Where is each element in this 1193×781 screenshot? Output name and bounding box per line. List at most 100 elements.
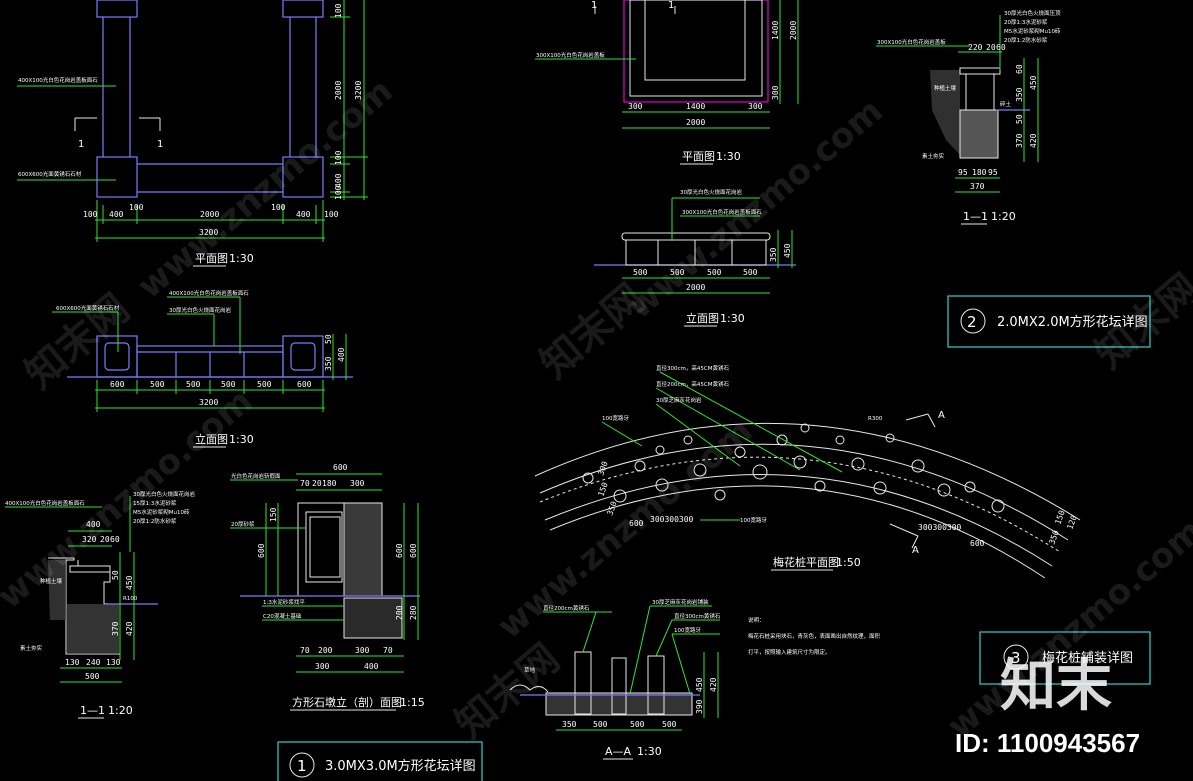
section-right-drawing: 30厚光白色火烧面压顶 20厚1:3水泥砂浆 M5水泥砂浆砌Mu10砖 20厚1… xyxy=(876,9,1061,225)
svg-text:100: 100 xyxy=(324,210,339,219)
svg-text:500: 500 xyxy=(257,380,272,389)
svg-text:400: 400 xyxy=(296,210,311,219)
svg-text:300: 300 xyxy=(350,479,365,488)
stone-pier-section-drawing: 光白色花岗岩斩假面 20厚砂浆 1:3水泥砂浆找平 C20混凝土基础 600 7… xyxy=(230,463,425,711)
svg-text:1: 1 xyxy=(591,0,597,11)
scale-section-left: 1:20 xyxy=(108,704,133,717)
svg-text:130: 130 xyxy=(65,658,80,667)
svg-text:450: 450 xyxy=(695,677,704,692)
svg-text:素土夯实: 素土夯实 xyxy=(922,152,945,160)
watermark-site-1: www.znzmo.com xyxy=(130,71,400,307)
svg-text:600: 600 xyxy=(395,543,404,558)
svg-text:350: 350 xyxy=(1047,529,1060,546)
svg-text:20厚1:2防水砂浆: 20厚1:2防水砂浆 xyxy=(133,517,177,525)
svg-text:60: 60 xyxy=(110,535,120,544)
elevation-left-drawing: 600X600光面黄锈石石材 400X100光白色花岗岩盖板面石 30厚光白色火… xyxy=(52,289,353,448)
svg-text:15厚1:3水泥砂浆: 15厚1:3水泥砂浆 xyxy=(133,499,177,507)
svg-text:2000: 2000 xyxy=(789,21,798,40)
scale-plum-plan: 1:50 xyxy=(836,556,861,569)
svg-text:20: 20 xyxy=(312,479,322,488)
svg-text:600: 600 xyxy=(257,543,266,558)
title-aa-section: A—A xyxy=(605,745,632,758)
svg-text:直径200cm，高45CM黄锈石: 直径200cm，高45CM黄锈石 xyxy=(656,380,729,388)
scale-stone-section: 1:15 xyxy=(400,696,425,709)
scale-aa-section: 1:30 xyxy=(637,745,662,758)
svg-text:500: 500 xyxy=(221,380,236,389)
watermark-site-2: www.znzmo.com xyxy=(620,91,890,327)
svg-text:20: 20 xyxy=(986,43,996,52)
svg-text:600: 600 xyxy=(297,380,312,389)
svg-text:370: 370 xyxy=(970,182,985,191)
svg-text:1400: 1400 xyxy=(686,102,705,111)
notes-title: 说明： xyxy=(748,616,765,624)
svg-text:种植土壤: 种植土壤 xyxy=(934,84,957,92)
scale-elev-mid: 1:30 xyxy=(720,312,745,325)
title-elev-mid: 立面图 xyxy=(686,311,719,325)
svg-text:50: 50 xyxy=(1015,114,1024,124)
detail-title-1: 3.0MX3.0M方形花坛详图 xyxy=(325,758,476,774)
svg-text:300X100光白色花岗岩盖板面石: 300X100光白色花岗岩盖板面石 xyxy=(682,208,762,216)
svg-text:500: 500 xyxy=(630,720,645,729)
detail-title-2: 2.0MX2.0M方形花坛详图 xyxy=(997,314,1148,330)
svg-text:350: 350 xyxy=(562,720,577,729)
label-granite-2: 30厚光白色火烧面花岗岩 xyxy=(169,306,231,314)
watermark-logo: 知末 xyxy=(1000,654,1112,719)
svg-text:500: 500 xyxy=(593,720,608,729)
title-stone-section: 方形石墩立（剖）面图 xyxy=(292,695,402,709)
svg-text:60: 60 xyxy=(996,43,1006,52)
svg-text:420: 420 xyxy=(1029,133,1038,148)
svg-text:300: 300 xyxy=(748,102,763,111)
svg-text:390: 390 xyxy=(695,699,704,714)
svg-text:200: 200 xyxy=(395,605,404,620)
svg-text:150: 150 xyxy=(269,507,278,522)
scale-section-right: 1:20 xyxy=(991,210,1016,223)
svg-text:1: 1 xyxy=(297,757,307,775)
svg-text:420: 420 xyxy=(125,621,134,636)
plum-pile-circles xyxy=(582,423,1005,513)
svg-text:500: 500 xyxy=(85,672,100,681)
label-pier-stone-1: 600X600光面黄锈石石材 xyxy=(18,170,82,178)
svg-text:1:3水泥砂浆找平: 1:3水泥砂浆找平 xyxy=(263,598,305,606)
scale-plan-left: 1:30 xyxy=(229,252,254,265)
svg-text:30厚光白色火烧面压顶: 30厚光白色火烧面压顶 xyxy=(1004,9,1061,17)
detail-frame-2: 2 2.0MX2.0M方形花坛详图 xyxy=(947,295,1151,348)
label-pier-stone-2: 600X600光面黄锈石石材 xyxy=(56,304,120,312)
svg-text:3200: 3200 xyxy=(199,228,218,237)
svg-text:370: 370 xyxy=(1015,133,1024,148)
svg-text:280: 280 xyxy=(409,605,418,620)
svg-text:300300300: 300300300 xyxy=(918,523,962,532)
svg-text:450: 450 xyxy=(783,243,792,258)
svg-text:500: 500 xyxy=(670,268,685,277)
svg-text:100宽路牙: 100宽路牙 xyxy=(674,626,701,634)
svg-text:500: 500 xyxy=(633,268,648,277)
svg-text:C20混凝土基础: C20混凝土基础 xyxy=(263,612,302,620)
svg-text:1400: 1400 xyxy=(771,21,780,40)
svg-text:70: 70 xyxy=(300,479,310,488)
title-section-right: 1—1 xyxy=(963,210,988,223)
notes-line-2: 打平，按照输入建筑尺寸为限定。 xyxy=(748,648,831,656)
svg-text:600: 600 xyxy=(110,380,125,389)
section-marker-1a: 1 xyxy=(78,139,84,150)
svg-text:500: 500 xyxy=(707,268,722,277)
svg-text:100: 100 xyxy=(334,150,343,165)
label-cap-stone-2: 400X100光白色花岗岩盖板面石 xyxy=(169,289,249,297)
svg-text:220: 220 xyxy=(968,43,983,52)
plan-left-drawing: 1 1 400X100光白色花岗岩盖板面石 600X600光面黄锈石石材 100… xyxy=(17,0,368,267)
svg-text:30厚光白色火烧面花岗岩: 30厚光白色火烧面花岗岩 xyxy=(133,490,195,498)
svg-text:300X100光白色花岗岩盖板: 300X100光白色花岗岩盖板 xyxy=(536,51,605,59)
section-left-drawing: 400X100光白色花岗岩盖板面石 30厚光白色火烧面花岗岩 15厚1:3水泥砂… xyxy=(5,490,195,719)
svg-text:R300: R300 xyxy=(868,416,883,422)
svg-text:1: 1 xyxy=(668,0,674,11)
svg-text:100宽路牙: 100宽路牙 xyxy=(740,516,767,524)
svg-text:300: 300 xyxy=(315,662,330,671)
section-marker-1b: 1 xyxy=(157,139,163,150)
svg-text:500: 500 xyxy=(662,720,677,729)
svg-text:300: 300 xyxy=(596,460,609,477)
watermark-site-3: www.znzmo.com xyxy=(490,411,760,647)
svg-text:95: 95 xyxy=(988,168,998,177)
svg-text:100: 100 xyxy=(83,210,98,219)
label-cap-stone-1: 400X100光白色花岗岩盖板面石 xyxy=(18,76,98,84)
title-plum-plan: 梅花桩平面图 xyxy=(773,555,839,569)
svg-text:M5水泥砂浆砌Mu10砖: M5水泥砂浆砌Mu10砖 xyxy=(1004,27,1061,35)
